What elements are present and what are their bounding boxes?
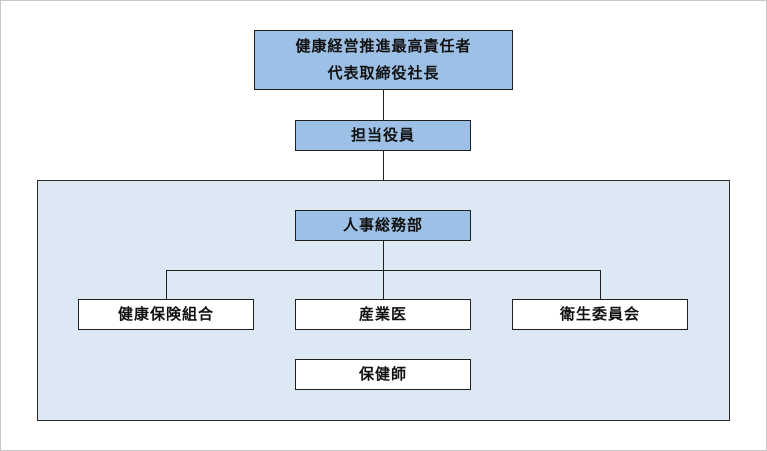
industrial-physician-label: 産業医	[358, 305, 407, 323]
chief-health-officer-title: 健康経営推進最高責任者	[295, 37, 472, 55]
connector-top-officer	[383, 89, 384, 121]
connector-officer-panel	[383, 150, 384, 181]
connector-drop-right	[600, 270, 601, 300]
health-insurance-label: 健康保険組合	[117, 305, 214, 323]
health-committee-label: 衛生委員会	[559, 305, 640, 323]
department-box: 人事総務部	[295, 210, 471, 241]
public-health-nurse-box: 保健師	[295, 359, 471, 390]
health-insurance-box: 健康保険組合	[78, 299, 254, 330]
department-label: 人事総務部	[342, 216, 423, 234]
chief-health-officer-box: 健康経営推進最高責任者 代表取締役社長	[254, 30, 513, 90]
chief-health-officer-role: 代表取締役社長	[327, 64, 440, 82]
health-committee-box: 衛生委員会	[512, 299, 688, 330]
connector-branch-bar	[166, 270, 601, 271]
officer-label: 担当役員	[350, 126, 415, 144]
officer-box: 担当役員	[295, 120, 471, 151]
public-health-nurse-label: 保健師	[358, 365, 407, 383]
industrial-physician-box: 産業医	[295, 299, 471, 330]
connector-drop-left	[166, 270, 167, 300]
